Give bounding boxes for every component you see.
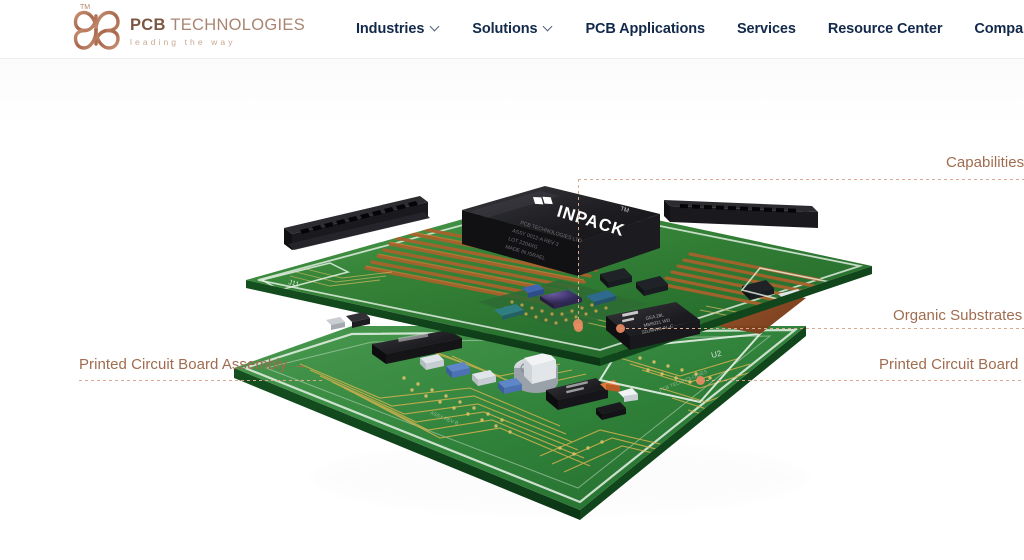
nav-item-company[interactable]: Company: [958, 0, 1024, 58]
nav-item-services[interactable]: Services: [721, 0, 812, 58]
nav-label-industries: Industries: [356, 21, 425, 37]
nav-label-pcb-applications: PCB Applications: [585, 21, 705, 37]
nav-item-resource-center[interactable]: Resource Center: [812, 0, 959, 58]
nav-label-resource-center: Resource Center: [827, 21, 943, 37]
callout-capabilities[interactable]: Capabilities: [946, 154, 1024, 171]
lower-pcb-board: PCB TECHNOLOGIES ASSY REV B: [234, 326, 806, 520]
nav-item-industries[interactable]: Industries: [340, 0, 456, 58]
logo-company-name: PCB TECHNOLOGIES: [130, 15, 306, 34]
callout-label-organic-substrates: Organic Substrates: [893, 307, 1023, 324]
nav-label-company: Company: [974, 21, 1024, 37]
main-navigation: Industries Solutions PCB Applications Se…: [340, 0, 1024, 58]
pcb-infinity-logo-icon: TM: [72, 3, 122, 57]
svg-text:J11: J11: [287, 279, 299, 289]
chevron-down-icon: [431, 23, 440, 32]
discrete-components-left: [326, 312, 370, 330]
nav-label-services: Services: [736, 21, 796, 37]
inpack-package: INPACK TM PCB TECHNOLOGIES LTD ASSY 0012…: [462, 186, 660, 276]
leader-line-capabilities: [578, 179, 1024, 180]
callout-printed-circuit-board[interactable]: Printed Circuit Board: [879, 356, 1018, 373]
logo-tagline: leading the way: [130, 37, 236, 48]
pcb-render-svg: PCB TECHNOLOGIES ASSY REV B: [234, 186, 872, 520]
leader-line-printed-circuit-board: [700, 380, 1024, 381]
chevron-down-icon: [544, 23, 553, 32]
callout-label-printed-circuit-board: Printed Circuit Board: [879, 356, 1019, 373]
nav-item-pcb-applications[interactable]: PCB Applications: [569, 0, 721, 58]
svg-text:SDJ9NV8-AL-C: SDJ9NV8-AL-C: [641, 323, 674, 335]
callout-organic-substrates[interactable]: Organic Substrates: [893, 307, 1022, 324]
marker-dot-printed-circuit-board: [696, 376, 705, 385]
connector-header-left: [284, 196, 430, 250]
trademark-symbol: TM: [80, 4, 91, 11]
svg-text:GEA 28L: GEA 28L: [645, 312, 664, 321]
logo-wordmark: PCB TECHNOLOGIES leading the way: [130, 13, 305, 47]
callout-label-capabilities: Capabilities: [946, 154, 1024, 171]
nav-item-solutions[interactable]: Solutions: [456, 0, 569, 58]
memory-ic-package: GEA 28L MM9321 WD SDJ9NV8-AL-C U2: [606, 302, 723, 360]
callout-pcb-assembly[interactable]: Printed Circuit Board Assembly→: [79, 356, 307, 373]
svg-text:U2: U2: [710, 349, 723, 360]
hero-section: PCB TECHNOLOGIES ASSY REV B: [0, 58, 1024, 560]
svg-text:TM: TM: [619, 206, 629, 214]
logo-name-bold: PCB: [130, 15, 166, 34]
site-logo[interactable]: TM: [72, 2, 332, 58]
nav-label-solutions: Solutions: [472, 21, 538, 37]
leader-line-pcb-assembly: [79, 380, 324, 381]
connector-header-right: [664, 200, 818, 228]
site-header: TM: [0, 0, 1024, 59]
svg-text:MM9321 WD: MM9321 WD: [643, 317, 671, 328]
smd-components-lower: [372, 330, 763, 420]
logo-name-light: TECHNOLOGIES: [165, 15, 306, 34]
exploded-pcb-illustration: PCB TECHNOLOGIES ASSY REV B: [0, 58, 1024, 560]
callout-label-pcb-assembly: Printed Circuit Board Assembly: [79, 356, 288, 373]
marker-dot-organic-substrates: [616, 324, 625, 333]
marker-dot-capabilities: [574, 323, 583, 332]
leader-line-organic-substrates: [620, 328, 1024, 329]
leader-line-capabilities-vertical: [578, 179, 579, 327]
arrow-right-icon: →: [292, 356, 308, 373]
